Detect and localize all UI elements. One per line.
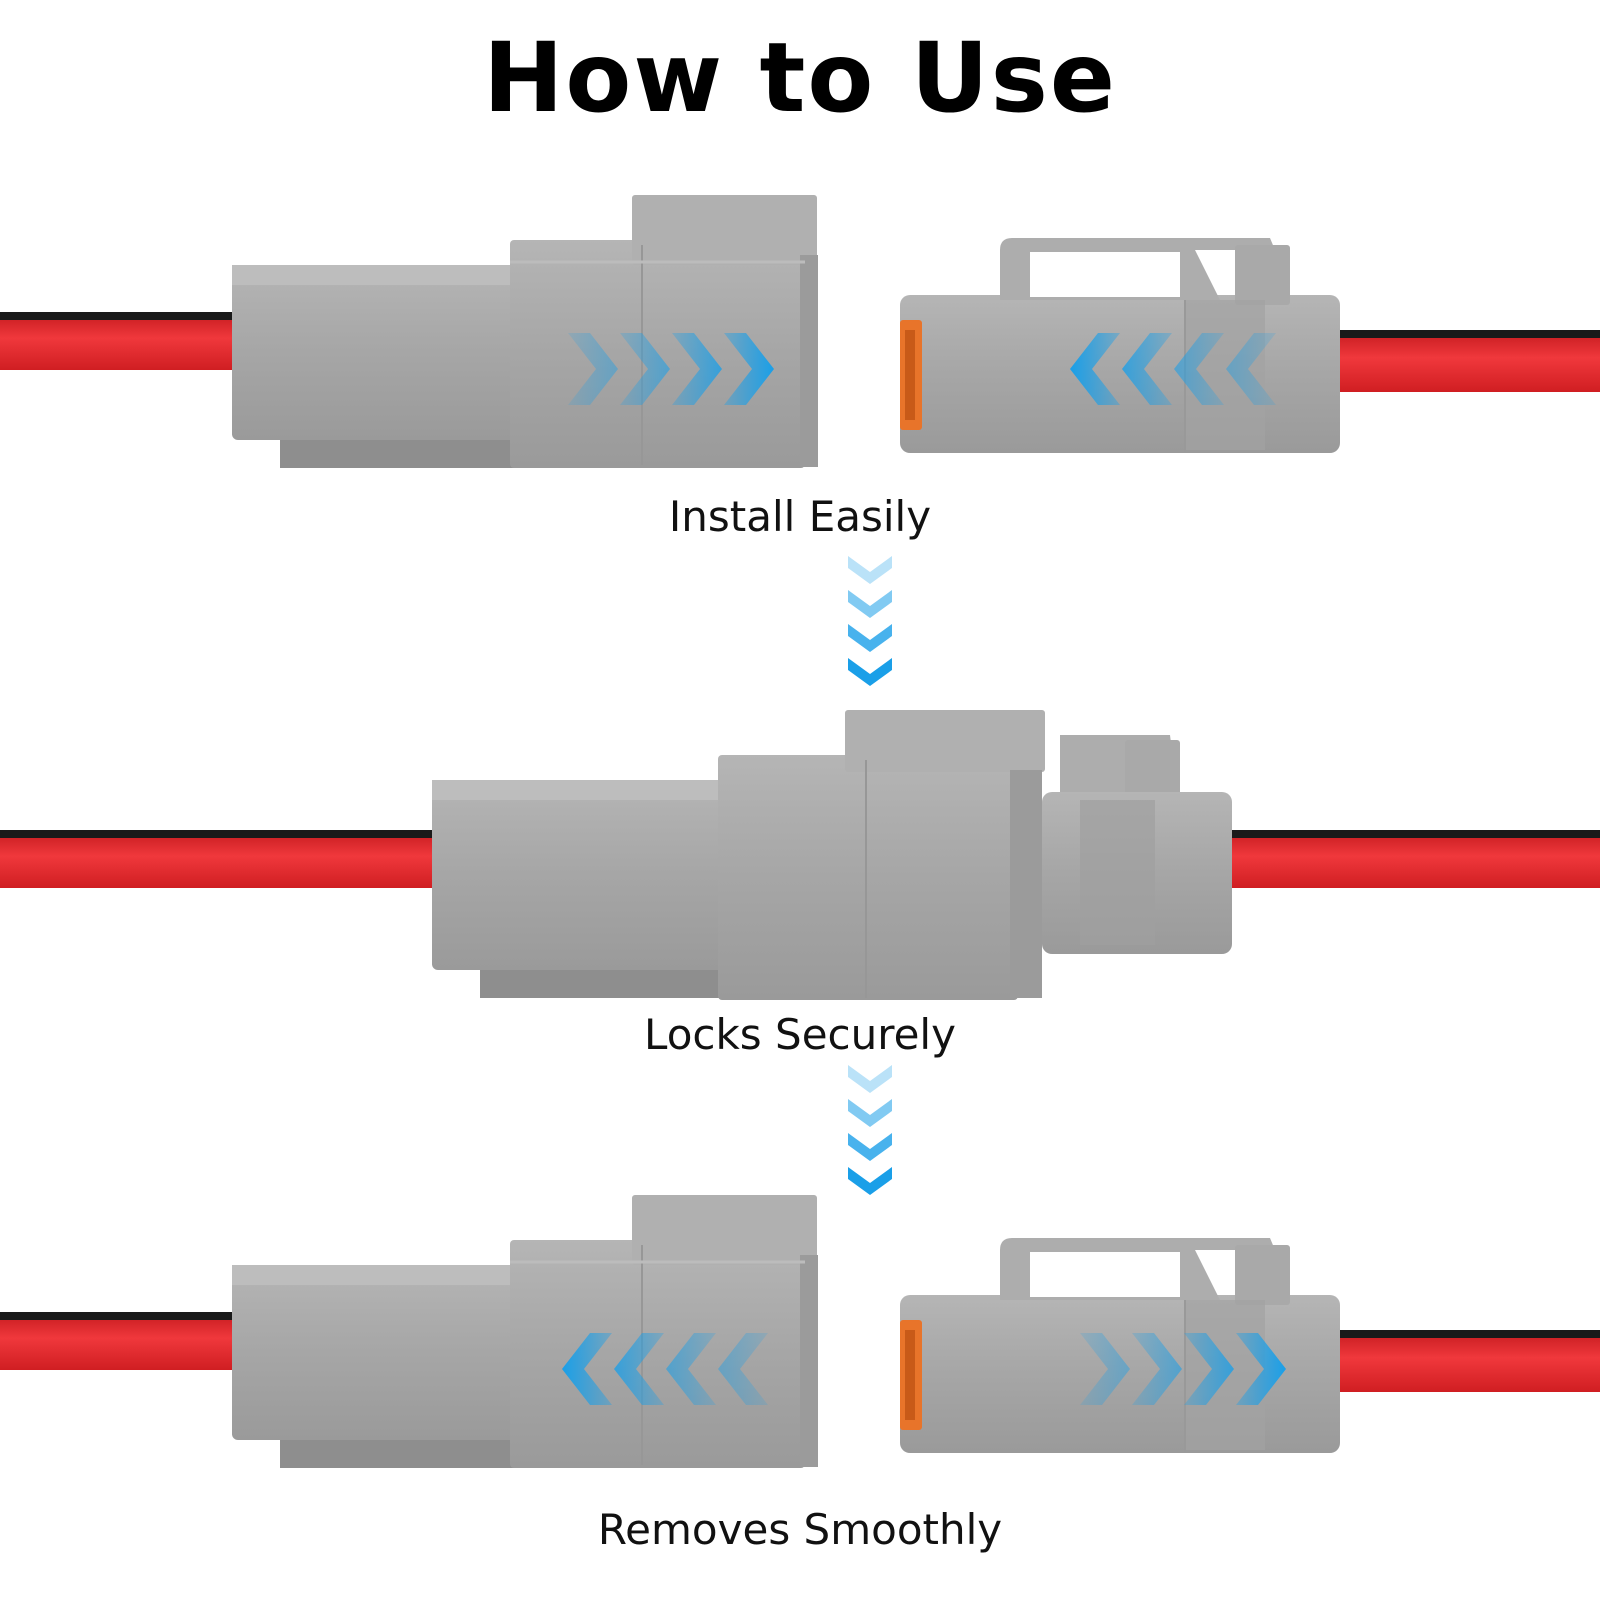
chevron-down-icon — [848, 1065, 892, 1195]
left-wire — [0, 830, 440, 888]
right-wire — [1330, 1330, 1600, 1392]
page-title: How to Use — [483, 22, 1117, 134]
male-connector — [230, 193, 820, 470]
step-label-removes: Removes Smoothly — [597, 1505, 1003, 1554]
male-connector — [230, 1193, 820, 1470]
step-label-locks: Locks Securely — [644, 1010, 956, 1059]
row-locked — [0, 710, 1600, 1000]
chevron-down-icon — [848, 556, 892, 686]
mated-connector — [432, 710, 1232, 1000]
right-wire — [1330, 330, 1600, 392]
row-remove — [0, 1193, 1600, 1470]
female-connector — [899, 1237, 1341, 1454]
left-wire — [0, 312, 240, 370]
left-wire — [0, 1312, 240, 1370]
step-label-install: Install Easily — [668, 492, 932, 541]
female-connector — [899, 237, 1341, 454]
right-wire — [1225, 830, 1600, 888]
row-install — [0, 193, 1600, 470]
